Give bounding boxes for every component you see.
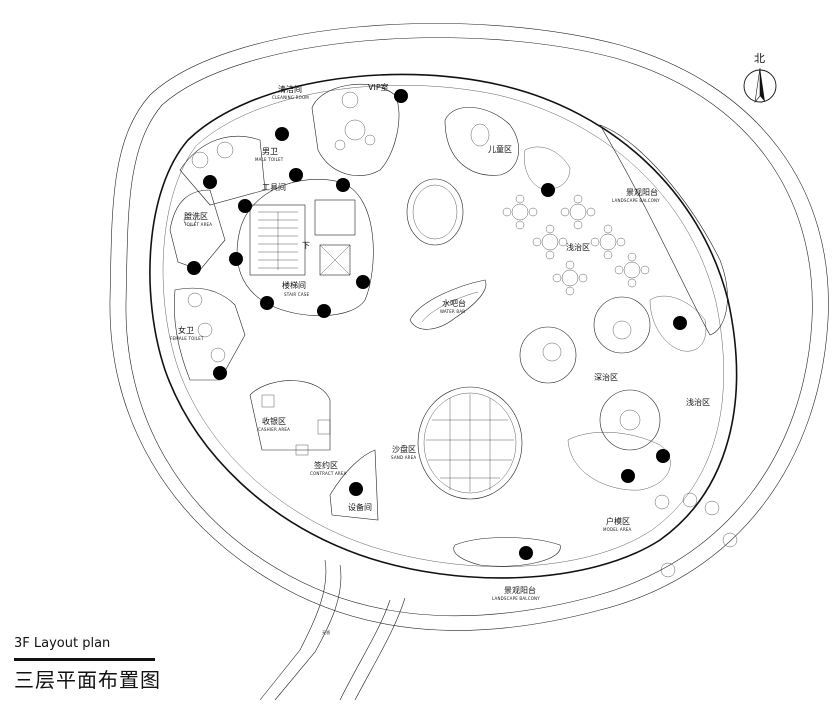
deep-negotiation-pods: 深治区 浅治区	[519, 296, 710, 451]
landscape-balcony-ne-label-en: LANDSCAPE BALCONY	[612, 198, 660, 203]
cleaning-label: 清洁间	[278, 84, 302, 94]
shallow-area-2-label: 浅治区	[686, 397, 710, 407]
down-label: 下	[302, 241, 310, 250]
caption-chinese: 三层平面布置图	[14, 668, 161, 692]
central-ellipse	[406, 178, 464, 246]
outer-site-rings	[109, 23, 829, 631]
model-area-label: 户模区	[606, 516, 630, 526]
north-arrow: 北	[743, 52, 777, 104]
sand-area-label: 沙盘区	[392, 444, 416, 454]
table-clusters: 浅治区	[502, 194, 650, 296]
stair-treads	[258, 211, 298, 270]
water-bar-label: 水吧台	[442, 298, 466, 308]
tool-room-label: 工具间	[262, 183, 286, 192]
kids-label: 儿童区	[488, 144, 512, 154]
female-toilet-label: 女卫	[178, 325, 194, 335]
contract-label: 签约区	[314, 460, 338, 470]
equipment-label: 设备间	[348, 502, 372, 512]
stair-label-en: STAIR CASE	[284, 292, 310, 297]
stair-label: 楼梯间	[282, 280, 306, 290]
male-toilet-label: 男卫	[262, 147, 278, 156]
landscape-balcony-s-label-en: LANDSCAPE BALCONY	[492, 596, 540, 601]
model-area: 户模区 MODEL AREA	[603, 492, 738, 578]
sand-area-label-en: SAND AREA	[391, 455, 416, 460]
landscape-balcony-s-label: 景观阳台	[504, 585, 536, 595]
deep-area-label: 深治区	[594, 372, 618, 382]
stair-core: 工具间 楼梯间 STAIR CASE 下	[236, 179, 374, 316]
female-toilet-label-en: FEMALE TOILET	[170, 336, 204, 341]
vip-room: VIP室	[311, 82, 400, 176]
wash-label-en: TOILET AREA	[183, 222, 212, 227]
male-toilet-label-en: MALE TOILET	[255, 157, 284, 162]
bridge-walkway: 天桥	[259, 559, 406, 701]
contract-label-en: CONTRACT AREA	[310, 471, 347, 476]
water-bar-label-en: WATER BAR	[440, 309, 465, 314]
corridor-label: 天桥	[322, 629, 330, 635]
caption-english: 3F Layout plan	[14, 636, 111, 651]
water-bar: 水吧台 WATER BAR	[409, 279, 487, 330]
caption-underline	[14, 658, 155, 661]
markers	[187, 89, 687, 560]
model-area-label-en: MODEL AREA	[603, 527, 632, 532]
shallow-area-1-label: 浅治区	[566, 242, 590, 252]
equipment-room: 设备间	[329, 449, 379, 521]
north-label: 北	[754, 52, 765, 65]
vip-label: VIP室	[368, 82, 389, 92]
landscape-balcony-ne-label: 景观阳台	[626, 187, 658, 197]
toilet-blocks: 清洁间 CLEANING ROOM 男卫 MALE TOILET 盥洗区 TOI…	[169, 84, 309, 381]
cleaning-label-en: CLEANING ROOM	[272, 95, 309, 100]
sand-grid	[426, 394, 514, 492]
kids-area: 儿童区	[444, 107, 519, 176]
cashier-label: 收银区	[262, 416, 286, 426]
landscape-balconies: 景观阳台 LANDSCAPE BALCONY 景观阳台 LANDSCAPE BA…	[453, 124, 728, 601]
cashier-label-en: CASHIER AREA	[258, 427, 290, 432]
planting-clusters	[524, 146, 707, 491]
wash-label: 盥洗区	[184, 211, 208, 221]
sand-table: 沙盘区 SAND AREA	[391, 386, 523, 500]
building-perimeter	[149, 73, 738, 579]
cashier-contract: 收银区 CASHIER AREA 签约区 CONTRACT AREA	[249, 380, 347, 476]
